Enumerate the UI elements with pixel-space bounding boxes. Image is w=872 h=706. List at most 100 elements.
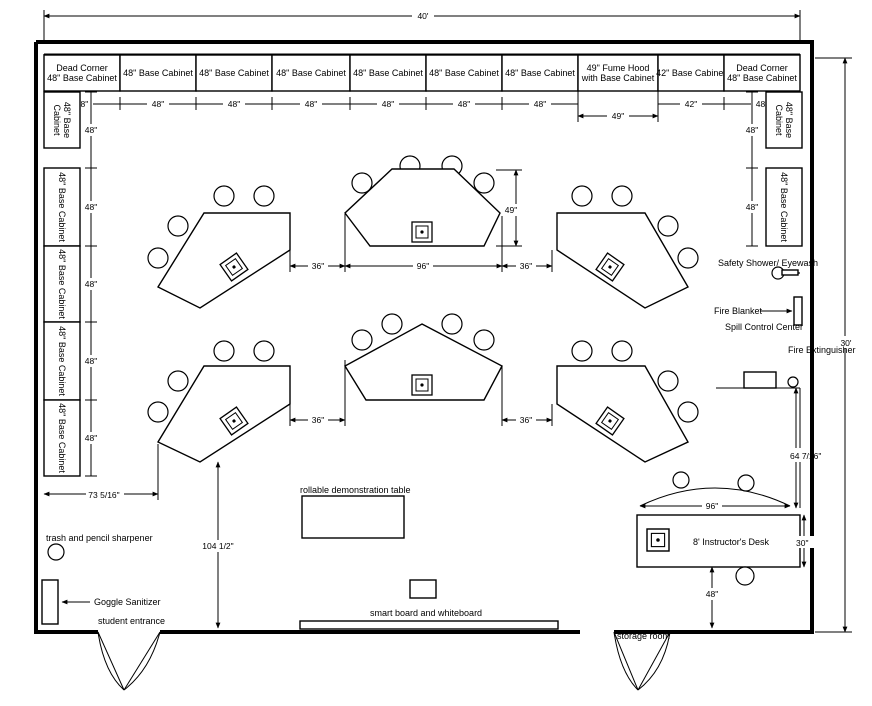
gap-dim-4: 36" (520, 415, 532, 425)
fume-hood-dim: 49" (577, 91, 659, 122)
vertical-offset-label: 104 1/2" (202, 541, 233, 551)
top-cabinet-9: 42" Base Cabinet (656, 54, 726, 92)
left-dim-label: 48" (85, 202, 97, 212)
table-bot-left (147, 340, 291, 463)
table-dimensions: 36" 96" 36" 49" 36" 36" (289, 169, 553, 426)
table-bot-right (556, 340, 699, 463)
top-cabinet-label: 48" Base Cabinet (123, 68, 193, 78)
right-cabinet-column: 48" BaseCabinet 48" 48" Base Cabinet 48" (742, 91, 803, 247)
stool (473, 172, 495, 194)
top-cabinet-3: 48" Base Cabinet (195, 54, 273, 92)
top-dim-label: 48" (228, 99, 240, 109)
left-dim-label: 48" (85, 433, 97, 443)
stool (253, 340, 275, 362)
top-cabinet-7: 48" Base Cabinet (501, 54, 579, 92)
instructor-width-dim: 96" (706, 501, 718, 511)
fire-blanket: Fire Blanket (714, 296, 803, 326)
top-dim-label: 48" (756, 99, 768, 109)
overall-height-dimension: 30' (815, 57, 856, 633)
right-cabinet-label: 48" BaseCabinet (774, 102, 794, 138)
spill-control-center: Spill Control Center (725, 322, 803, 389)
goggle-sanitizer: Goggle Sanitizer (41, 579, 161, 625)
table-top-right (556, 185, 699, 309)
table-bot-center (344, 313, 503, 401)
trash-label: trash and pencil sharpener (46, 533, 153, 543)
gap-dim-3: 36" (312, 415, 324, 425)
sink-icon (411, 221, 433, 243)
student-entrance-door[interactable]: student entrance (97, 616, 165, 691)
stool (571, 340, 593, 362)
left-offset-label: 73 5/16" (88, 490, 119, 500)
top-dim-label: 48" (305, 99, 317, 109)
stool (441, 313, 463, 335)
smartboard-label: smart board and whiteboard (370, 608, 482, 618)
top-cabinet-6: 48" Base Cabinet (425, 54, 503, 92)
fire-extinguisher-label: Fire Extinguisher (788, 345, 856, 355)
left-cabinet-label: 48" Base Cabinet (57, 249, 67, 319)
room-walls (34, 40, 814, 634)
trash-and-sharpener: trash and pencil sharpener (46, 533, 153, 561)
top-dim-label: 42" (685, 99, 697, 109)
vertical-offset-dimension: 104 1/2" (200, 461, 236, 629)
stool (611, 340, 633, 362)
stool (253, 185, 275, 207)
stool (213, 185, 235, 207)
fume-hood-dim-label: 49" (612, 111, 624, 121)
left-cabinet-label: 48" Base Cabinet (57, 326, 67, 396)
sink-icon (411, 374, 433, 396)
table-width-dim: 96" (417, 261, 429, 271)
top-cabinet-label: 48" Base Cabinet (429, 68, 499, 78)
top-cabinet-label: 48" Base Cabinet (199, 68, 269, 78)
table-top-center (344, 155, 501, 247)
top-dim-2: 48" (119, 97, 197, 110)
instructor-desk: 64 7/16" 96" 8' Instructor's Desk 30" 48… (636, 387, 821, 629)
smart-board: smart board and whiteboard (299, 579, 559, 630)
goggle-label: Goggle Sanitizer (94, 597, 161, 607)
top-cabinet-label: 48" Base Cabinet (353, 68, 423, 78)
top-cabinet-2: 48" Base Cabinet (119, 54, 197, 92)
top-dim-label: 48" (382, 99, 394, 109)
left-cabinet-label: 48" Base Cabinet (57, 172, 67, 242)
fire-blanket-label: Fire Blanket (714, 306, 763, 316)
top-cabinet-5: 48" Base Cabinet (349, 54, 427, 92)
right-cabinet-label: 48" Base Cabinet (779, 172, 789, 242)
top-cabinet-4: 48" Base Cabinet (271, 54, 351, 92)
instructor-side-gap: 64 7/16" (790, 451, 821, 461)
stool (351, 172, 373, 194)
stool (571, 185, 593, 207)
demo-table: rollable demonstration table (300, 485, 411, 539)
top-dim-label: 48" (534, 99, 546, 109)
storage-room-door[interactable]: storage room (613, 631, 671, 691)
right-dim-label: 48" (746, 125, 758, 135)
storage-room-label: storage room (617, 631, 670, 641)
student-entrance-label: student entrance (98, 616, 165, 626)
left-dim-label: 48" (85, 125, 97, 135)
left-dim-label: 48" (85, 279, 97, 289)
top-cabinet-label: 48" Base Cabinet (276, 68, 346, 78)
stool (167, 215, 189, 237)
stool (147, 247, 169, 269)
table-depth-dim: 49" (505, 205, 517, 215)
safety-shower: Safety Shower/ Eyewash (718, 258, 818, 280)
instructor-front-gap: 48" (706, 589, 718, 599)
demo-table-label: rollable demonstration table (300, 485, 411, 495)
overall-width-label: 40' (417, 11, 428, 21)
stool (473, 329, 495, 351)
stool (167, 370, 189, 392)
overall-height-label: 30' (840, 338, 851, 348)
top-dim-label: 48" (458, 99, 470, 109)
fire-extinguisher: Fire Extinguisher (787, 345, 856, 388)
stool (611, 185, 633, 207)
stool (677, 401, 699, 423)
